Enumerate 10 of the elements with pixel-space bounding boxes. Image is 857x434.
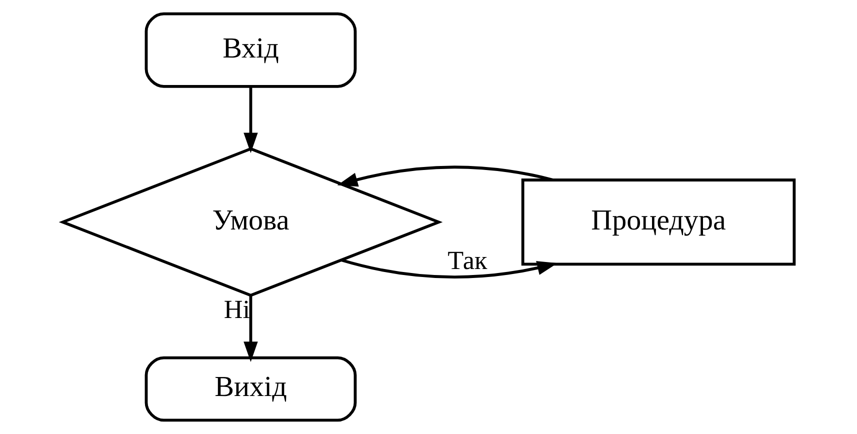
arrow [341, 258, 558, 278]
node-box: Вихід [144, 356, 357, 422]
edge-label: Так [448, 246, 488, 275]
edge-label: Ні [224, 295, 250, 324]
arrow [337, 166, 554, 187]
node-box: Вхід [144, 12, 357, 88]
arrow [244, 295, 258, 362]
arrow [244, 86, 258, 154]
node-box: Процедура [521, 178, 796, 266]
node-diamond: Умова [58, 147, 443, 297]
